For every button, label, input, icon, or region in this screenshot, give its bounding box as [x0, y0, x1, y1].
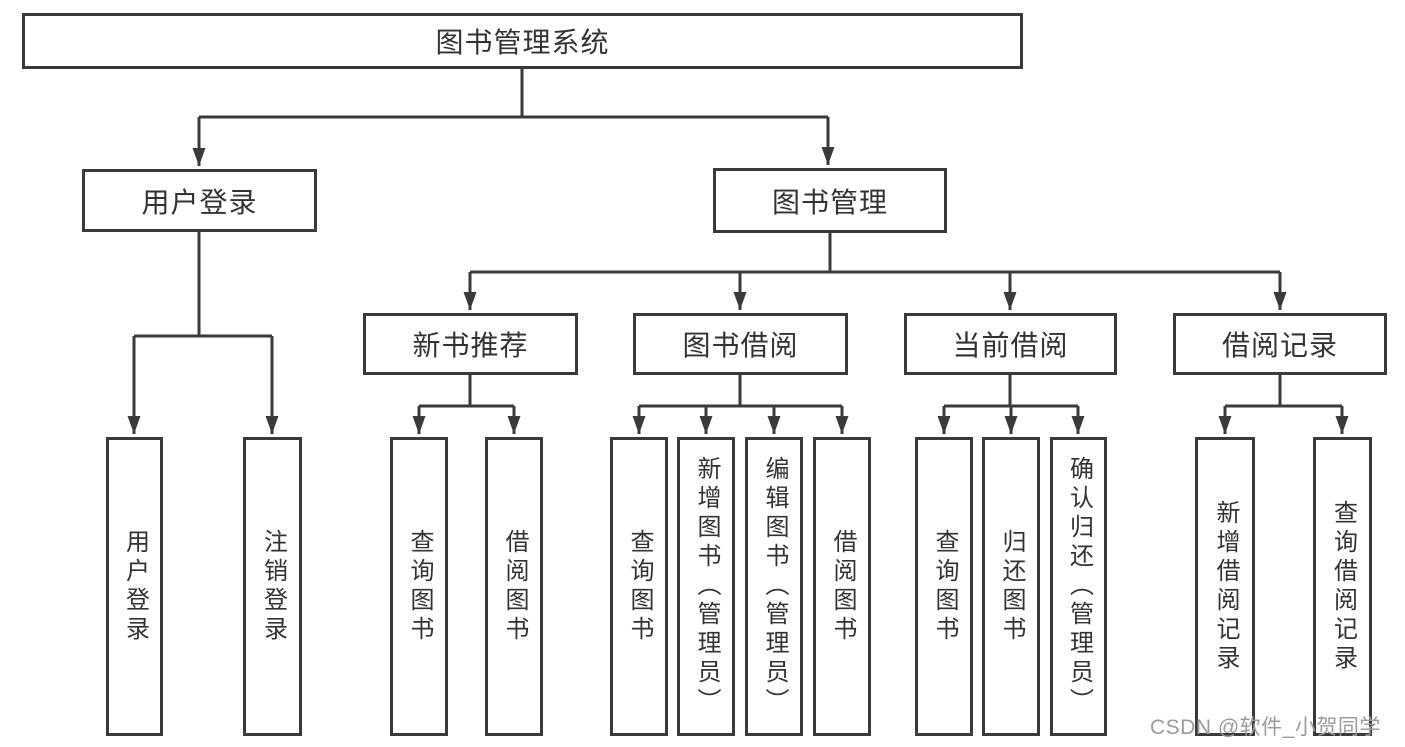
node-leaf-label: 查询图书 — [406, 528, 433, 645]
node-leaf-query-books-2: 查询图书 — [610, 437, 668, 736]
connector-book-mgmt-children — [463, 233, 1287, 310]
node-leaf-label: 编辑图书（管理员） — [761, 456, 788, 717]
node-leaf-query-books-3: 查询图书 — [915, 437, 973, 736]
node-leaf-label: 注销登录 — [259, 528, 287, 645]
connector-new-rec-children — [412, 375, 521, 434]
watermark-text: CSDN @软件_小贺同学 — [1150, 716, 1381, 739]
connector-user-login-children — [127, 232, 279, 434]
node-user-login-label: 用户登录 — [141, 186, 258, 218]
node-leaf-query-borrow-record: 查询借阅记录 — [1313, 437, 1372, 736]
node-leaf-confirm-return-admin: 确认归还（管理员） — [1050, 437, 1107, 736]
node-leaf-label: 查询图书 — [626, 528, 653, 645]
node-book-mgmt: 图书管理 — [713, 168, 947, 233]
node-borrow-records: 借阅记录 — [1173, 313, 1387, 375]
node-leaf-borrow-books-2: 借阅图书 — [813, 437, 871, 736]
node-leaf-add-borrow-record: 新增借阅记录 — [1195, 437, 1255, 736]
node-book-mgmt-label: 图书管理 — [771, 186, 888, 218]
node-leaf-label: 新增借阅记录 — [1212, 499, 1239, 674]
node-user-login: 用户登录 — [82, 169, 317, 232]
node-leaf-label: 借阅图书 — [829, 528, 856, 645]
connector-borrow-children — [632, 375, 849, 434]
node-leaf-label: 确认归还（管理员） — [1065, 456, 1093, 717]
node-leaf-logout: 注销登录 — [243, 437, 302, 736]
node-book-borrow-label: 图书借阅 — [682, 330, 799, 361]
node-borrow-records-label: 借阅记录 — [1221, 330, 1338, 361]
node-leaf-edit-books-admin: 编辑图书（管理员） — [745, 437, 803, 736]
node-leaf-borrow-books-1: 借阅图书 — [485, 437, 543, 736]
node-leaf-label: 用户登录 — [121, 528, 149, 645]
node-leaf-label: 归还图书 — [998, 528, 1025, 645]
node-leaf-label: 新增图书（管理员） — [693, 456, 720, 717]
connector-current-children — [937, 375, 1085, 434]
node-leaf-label: 查询图书 — [931, 528, 958, 645]
connector-records-children — [1218, 375, 1349, 434]
node-root-label: 图书管理系统 — [435, 27, 610, 58]
node-new-book-rec: 新书推荐 — [363, 313, 578, 375]
node-root: 图书管理系统 — [22, 13, 1023, 69]
node-leaf-label: 借阅图书 — [501, 528, 528, 645]
node-current-borrow: 当前借阅 — [904, 313, 1117, 375]
connector-root-to-level2 — [192, 69, 835, 166]
node-new-book-rec-label: 新书推荐 — [412, 330, 529, 361]
node-leaf-label: 查询借阅记录 — [1329, 499, 1357, 674]
node-leaf-query-books-1: 查询图书 — [390, 437, 448, 736]
node-book-borrow: 图书借阅 — [633, 313, 848, 375]
node-current-borrow-label: 当前借阅 — [952, 330, 1069, 361]
node-leaf-add-books-admin: 新增图书（管理员） — [677, 437, 735, 736]
node-leaf-user-login: 用户登录 — [106, 437, 163, 736]
node-leaf-return-books: 归还图书 — [982, 437, 1040, 736]
